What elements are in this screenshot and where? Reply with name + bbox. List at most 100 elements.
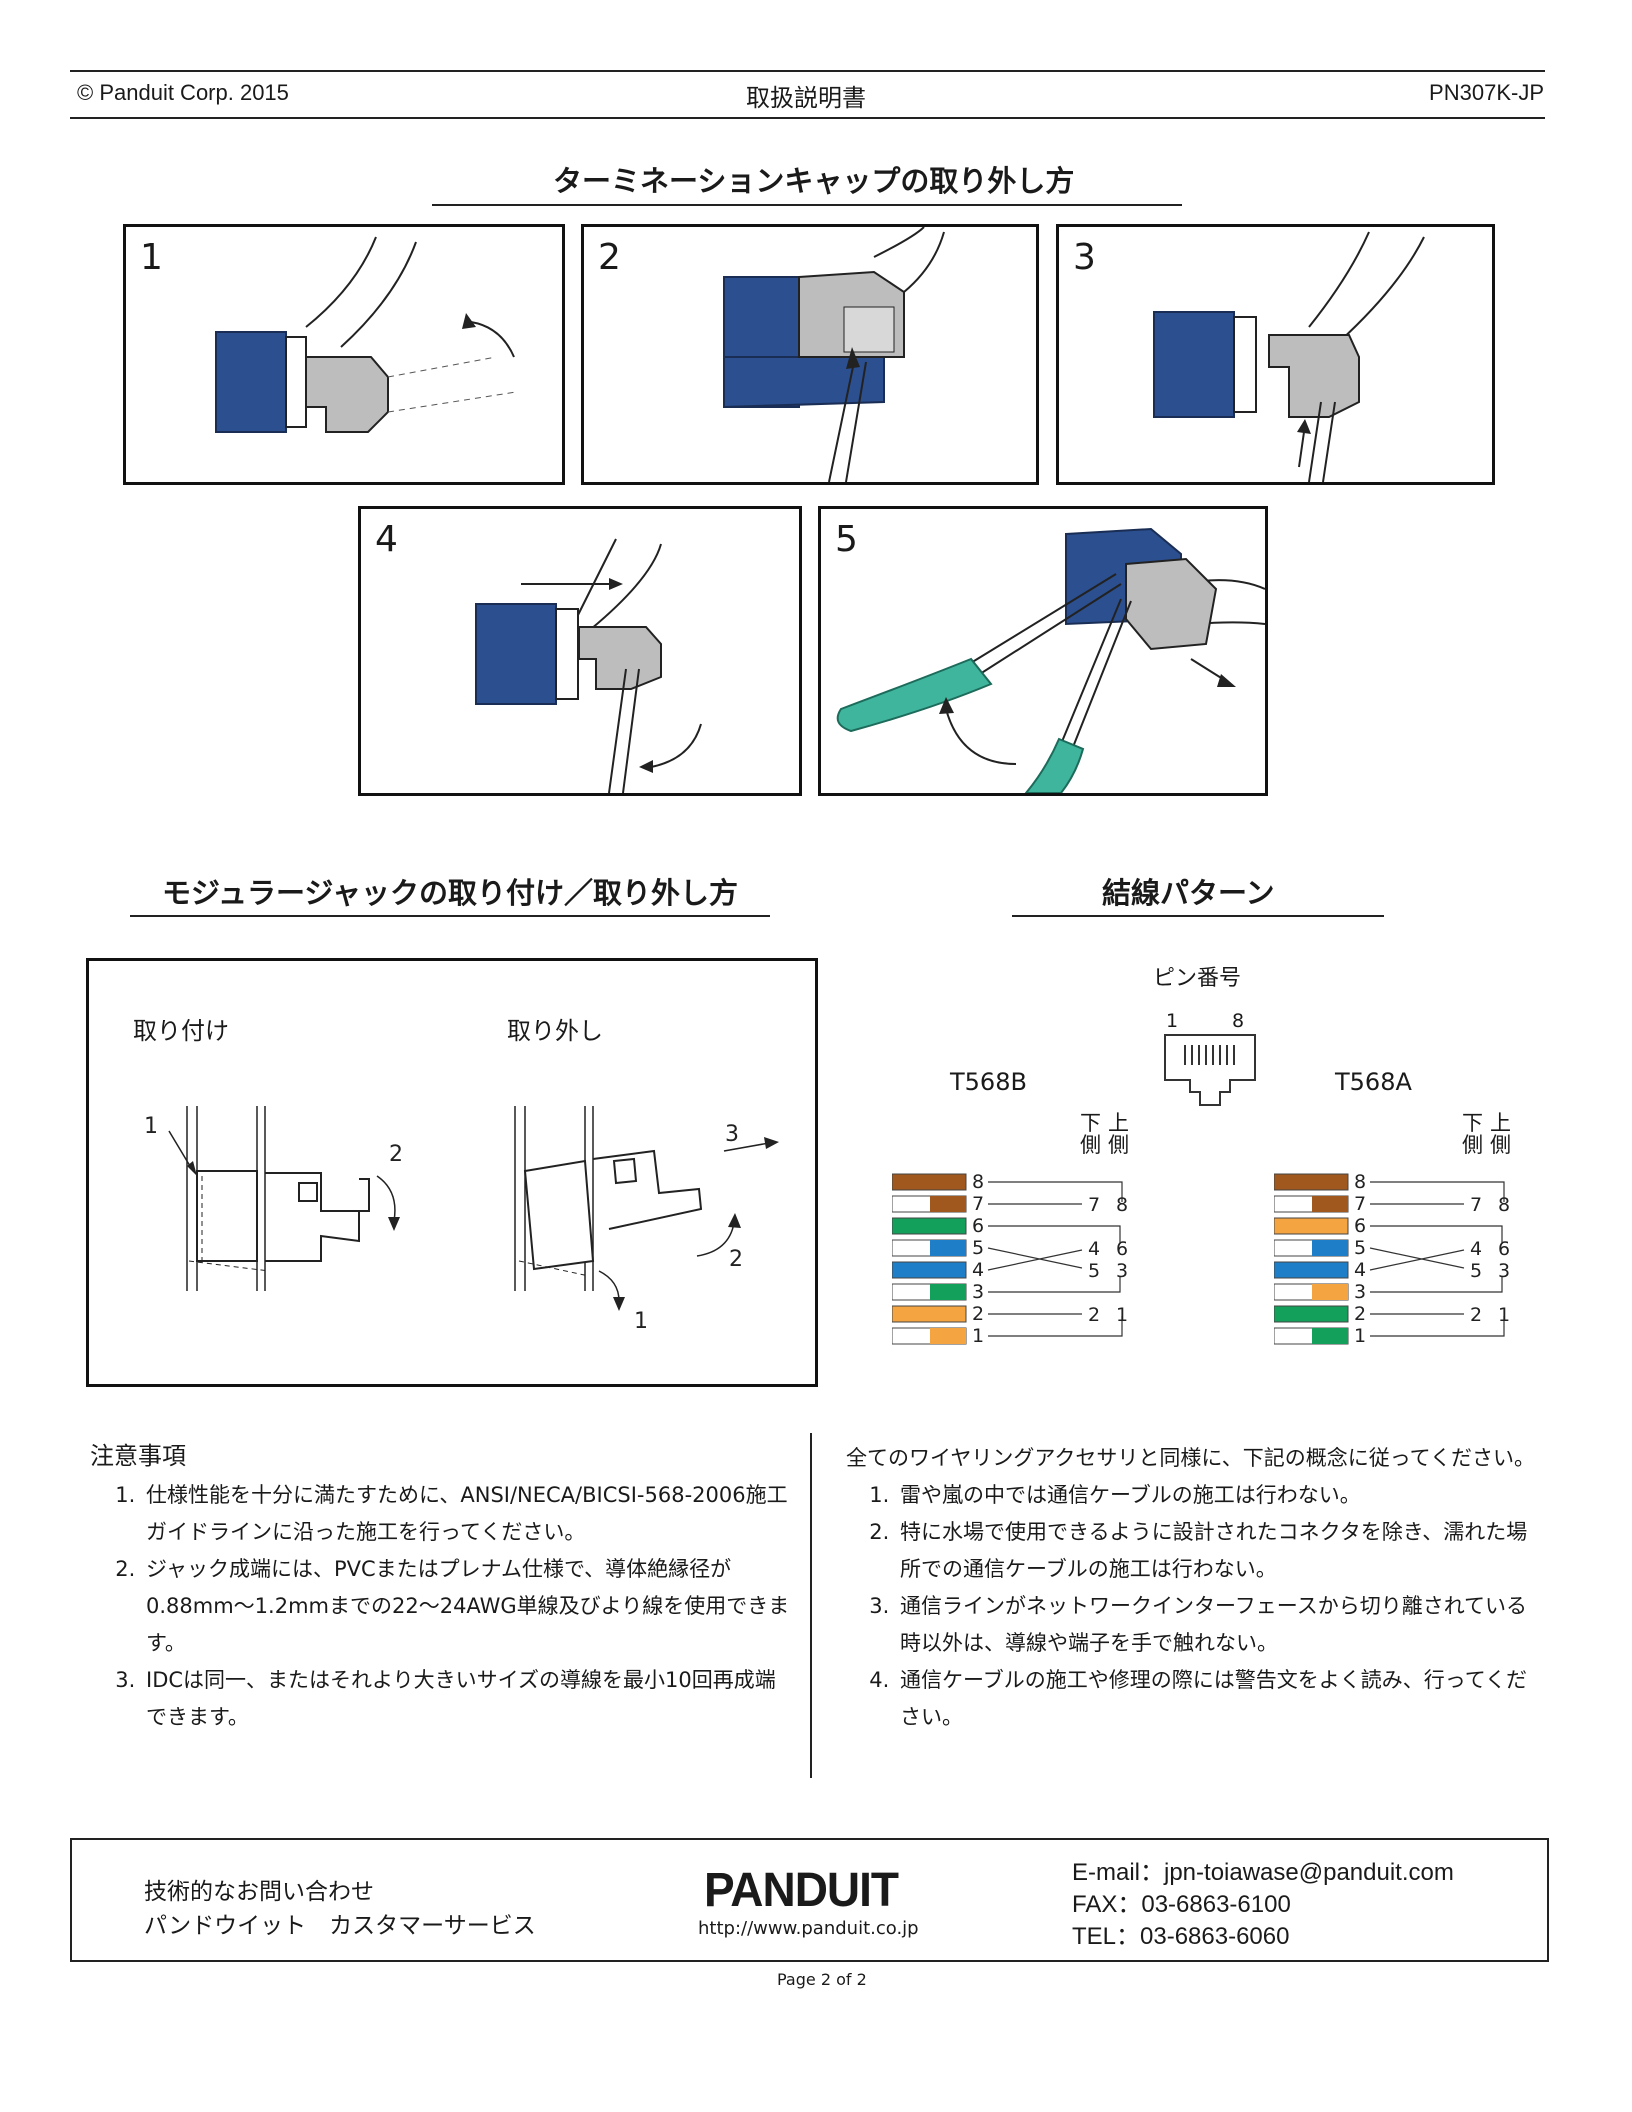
wire-path bbox=[988, 1316, 1123, 1337]
wire-stripe bbox=[1312, 1328, 1348, 1344]
pin-last-label: 8 bbox=[1232, 1010, 1245, 1032]
modular-title-underline bbox=[130, 915, 770, 917]
website-link[interactable]: http://www.panduit.co.jp bbox=[698, 1918, 919, 1939]
pair-pin-upper: 1 bbox=[1498, 1304, 1510, 1326]
caution-item: ジャック成端には、PVCまたはプレナム仕様で、導体絶縁径が0.88mm〜1.2m… bbox=[142, 1551, 790, 1662]
safety-item: 雷や嵐の中では通信ケーブルの施工は行わない。 bbox=[896, 1477, 1536, 1514]
install-callout-2: 2 bbox=[389, 1142, 403, 1167]
pair-pin-upper: 3 bbox=[1498, 1260, 1510, 1282]
remove-label: 取り外し bbox=[507, 1017, 603, 1045]
removal-section-title: ターミネーションキャップの取り外し方 bbox=[553, 164, 1075, 198]
header-rule-bottom bbox=[70, 117, 1545, 119]
t568a-title: T568A bbox=[1335, 1068, 1412, 1096]
safety-item: 特に水場で使用できるように設計されたコネクタを除き、濡れた場所での通信ケーブルの… bbox=[896, 1514, 1536, 1588]
wire-path bbox=[1369, 1249, 1465, 1271]
pair-pin-lower: 2 bbox=[1470, 1304, 1482, 1326]
wire-swatch bbox=[1274, 1261, 1349, 1279]
pair-pin-lower: 4 bbox=[1470, 1238, 1482, 1260]
pin-label: 3 bbox=[1354, 1281, 1366, 1303]
wire-path bbox=[1370, 1316, 1505, 1337]
pin-label: 5 bbox=[972, 1237, 984, 1259]
step-panel-3: 3 bbox=[1056, 224, 1495, 485]
contact-tel: TEL：03-6863-6060 bbox=[1072, 1923, 1290, 1950]
wire-path bbox=[987, 1247, 1083, 1269]
step-number: 5 bbox=[835, 519, 858, 560]
removal-title-underline bbox=[432, 204, 1182, 206]
wire-swatch bbox=[892, 1305, 967, 1323]
pin-label: 5 bbox=[1354, 1237, 1366, 1259]
pair-pin-upper: 1 bbox=[1116, 1304, 1128, 1326]
step-2-illustration bbox=[723, 227, 945, 482]
wire-swatch bbox=[892, 1217, 967, 1235]
wire-path bbox=[1370, 1276, 1503, 1293]
pair-pin-lower: 7 bbox=[1470, 1194, 1482, 1216]
pin-first-label: 1 bbox=[1166, 1010, 1179, 1032]
step-panel-1: 1 bbox=[123, 224, 565, 485]
pair-pin-lower: 4 bbox=[1088, 1238, 1100, 1260]
wire-path bbox=[1369, 1247, 1465, 1269]
pair-pin-lower: 5 bbox=[1088, 1260, 1100, 1282]
pin-label: 8 bbox=[1354, 1171, 1366, 1193]
step-5-illustration bbox=[836, 527, 1265, 793]
wire-path bbox=[988, 1225, 1121, 1244]
safety-item: 通信ケーブルの施工や修理の際には警告文をよく読み、行ってください。 bbox=[896, 1662, 1536, 1736]
contact-box: 技術的なお問い合わせ パンドウイット カスタマーサービス PANDUIT htt… bbox=[70, 1838, 1549, 1962]
step-4-illustration bbox=[475, 538, 702, 793]
t568b-side-upper: 上側 bbox=[1108, 1111, 1129, 1157]
t568b-side-lower: 下側 bbox=[1080, 1111, 1101, 1157]
copyright: © Panduit Corp. 2015 bbox=[77, 80, 289, 105]
contact-line-1: 技術的なお問い合わせ bbox=[144, 1879, 374, 1905]
pin-label: 2 bbox=[972, 1303, 984, 1325]
safety-block: 全てのワイヤリングアクセサリと同様に、下記の概念に従ってください。 雷や嵐の中で… bbox=[846, 1440, 1536, 1736]
step-panel-2: 2 bbox=[581, 224, 1039, 485]
step-panel-5: 5 bbox=[818, 506, 1268, 796]
pair-pin-lower: 7 bbox=[1088, 1194, 1100, 1216]
modular-section-title: モジュラージャックの取り付け／取り外し方 bbox=[162, 876, 738, 910]
wire-stripe bbox=[1312, 1284, 1348, 1300]
wire-swatch bbox=[1274, 1305, 1349, 1323]
pair-pin-lower: 2 bbox=[1088, 1304, 1100, 1326]
pair-pin-upper: 8 bbox=[1498, 1194, 1510, 1216]
pair-pin-lower: 5 bbox=[1470, 1260, 1482, 1282]
step-number: 3 bbox=[1073, 237, 1096, 278]
step-number: 4 bbox=[375, 519, 398, 560]
remove-callout-2: 2 bbox=[729, 1247, 743, 1272]
pair-pin-upper: 3 bbox=[1116, 1260, 1128, 1282]
cautions-block: 注意事項 仕様性能を十分に満たすために、ANSI/NECA/BICSI-568-… bbox=[90, 1438, 790, 1736]
wire-path bbox=[1370, 1181, 1505, 1202]
wire-swatch bbox=[1274, 1173, 1349, 1191]
wire-path bbox=[988, 1276, 1121, 1293]
wire-swatch bbox=[1274, 1217, 1349, 1235]
pin-label: 6 bbox=[972, 1215, 984, 1237]
wire-stripe bbox=[930, 1284, 966, 1300]
caution-item: 仕様性能を十分に満たすために、ANSI/NECA/BICSI-568-2006施… bbox=[142, 1477, 790, 1551]
wire-swatch bbox=[892, 1261, 967, 1279]
t568b-title: T568B bbox=[950, 1068, 1027, 1096]
safety-list: 雷や嵐の中では通信ケーブルの施工は行わない。 特に水場で使用できるように設計され… bbox=[846, 1477, 1536, 1736]
pin-label: 2 bbox=[1354, 1303, 1366, 1325]
step-number: 2 bbox=[598, 237, 621, 278]
safety-intro: 全てのワイヤリングアクセサリと同様に、下記の概念に従ってください。 bbox=[846, 1446, 1536, 1470]
install-callout-1: 1 bbox=[144, 1114, 158, 1139]
install-remove-illustration: 1 2 3 2 1 bbox=[144, 1106, 779, 1334]
pin-label: 6 bbox=[1354, 1215, 1366, 1237]
header-rule-top bbox=[70, 70, 1545, 72]
wire-stripe bbox=[930, 1240, 966, 1256]
step-1-illustration bbox=[215, 236, 517, 433]
caution-item: IDCは同一、またはそれより大きいサイズの導線を最小10回再成端できます。 bbox=[142, 1662, 790, 1736]
pin-label: 1 bbox=[1354, 1325, 1366, 1347]
pin-label: 1 bbox=[972, 1325, 984, 1347]
contact-email[interactable]: E-mail：jpn-toiawase@panduit.com bbox=[1072, 1859, 1454, 1886]
pair-pin-upper: 6 bbox=[1116, 1238, 1128, 1260]
cautions-title: 注意事項 bbox=[90, 1442, 186, 1470]
wire-stripe bbox=[1312, 1240, 1348, 1256]
modular-jack-panel: 取り付け 取り外し 1 2 3 2 1 bbox=[86, 958, 818, 1387]
wire-stripe bbox=[930, 1328, 966, 1344]
wire-stripe bbox=[1312, 1196, 1348, 1212]
pin-label: 7 bbox=[1354, 1193, 1366, 1215]
rj45-connector-icon bbox=[1164, 1034, 1256, 1106]
wiring-title-underline bbox=[1012, 915, 1384, 917]
panduit-logo: PANDUIT bbox=[704, 1861, 899, 1917]
